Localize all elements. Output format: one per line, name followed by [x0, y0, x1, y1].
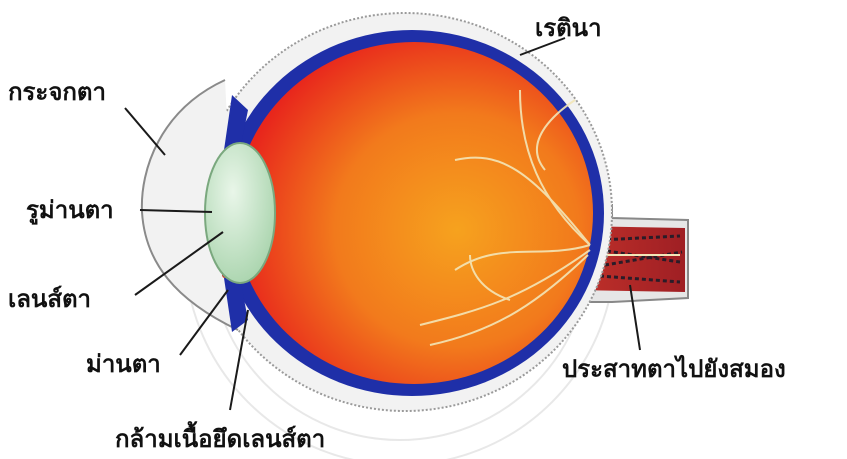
lens — [205, 143, 275, 283]
label-pupil: รูม่านตา — [26, 195, 114, 225]
vitreous-body — [235, 42, 593, 384]
label-ciliary-muscle: กล้ามเนื้อยึดเลนส์ตา — [115, 420, 325, 453]
label-cornea: กระจกตา — [8, 77, 106, 106]
label-lens: เลนส์ตา — [8, 284, 91, 313]
label-optic-nerve: ประสาทตาไปยังสมอง — [562, 354, 786, 383]
label-iris: ม่านตา — [86, 349, 161, 378]
leader-cornea — [125, 108, 165, 155]
label-retina: เรตินา — [535, 13, 602, 42]
